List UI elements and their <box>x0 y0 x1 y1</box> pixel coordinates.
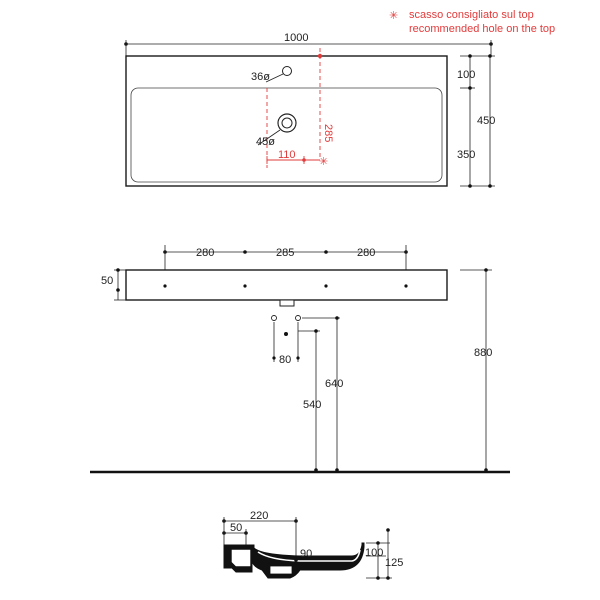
dim-height-total: 880 <box>474 347 492 359</box>
dim-offset-vertical: 285 <box>322 124 334 142</box>
basin-front-outline <box>125 269 448 301</box>
dim-depth-total: 450 <box>477 115 495 127</box>
dim-thickness: 50 <box>101 275 113 287</box>
dim-width: 1000 <box>284 32 308 44</box>
drain-hole-inner <box>281 117 293 129</box>
side-view: 220 50 90 100 125 <box>222 510 403 580</box>
recommended-hole-asterisk-icon: ✳ <box>319 156 328 168</box>
dim-side-edge: 50 <box>230 522 242 534</box>
tap-hole <box>282 66 292 76</box>
dim-side-depth: 220 <box>250 510 268 522</box>
dim-offset-horizontal: 110 <box>278 149 296 161</box>
dim-depth-top: 100 <box>457 69 475 81</box>
legend-asterisk-icon: ✳ <box>389 10 398 22</box>
legend-line-2: recommended hole on the top <box>409 23 555 35</box>
front-view: 280 285 280 50 80 <box>90 245 510 474</box>
dim-spacing-left: 280 <box>196 247 214 259</box>
dim-drain-offset: 80 <box>279 354 291 366</box>
drain-stub <box>279 299 295 307</box>
basin-bowl-outline <box>130 87 443 183</box>
legend-line-1: scasso consigliato sul top <box>409 9 534 21</box>
dim-depth-bowl: 350 <box>457 149 475 161</box>
dim-spacing-mid: 285 <box>276 247 294 259</box>
dim-drain-hole: 45ø <box>256 136 275 148</box>
dim-side-bowl-offset: 90 <box>300 548 312 560</box>
dim-side-height-outer: 125 <box>385 557 403 569</box>
dim-height-drain-low: 540 <box>303 399 321 411</box>
dim-spacing-right: 280 <box>357 247 375 259</box>
legend: ✳ scasso consigliato sul top recommended… <box>389 9 555 35</box>
dim-height-drain-high: 640 <box>325 378 343 390</box>
dim-side-height-inner: 100 <box>365 547 383 559</box>
dim-tap-hole: 36ø <box>251 71 270 83</box>
top-view: 1000 285 110 ✳ 36ø 45ø 100 <box>124 32 495 188</box>
